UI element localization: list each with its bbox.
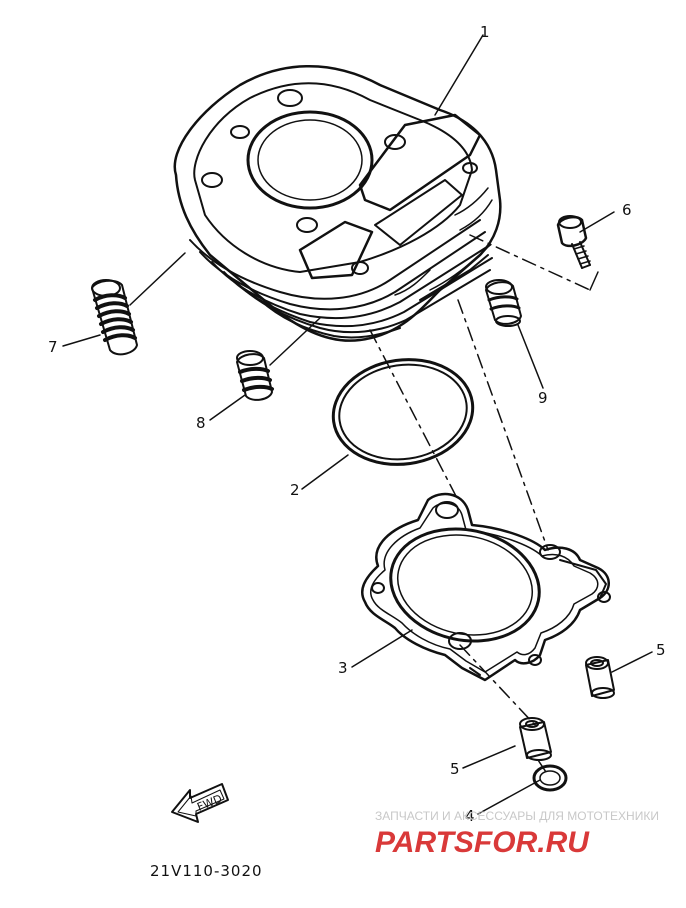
watermark: ЗАПЧАСТИ И АКСЕССУАРЫ ДЛЯ МОТОТЕХНИКИ PA… [375,809,659,859]
assembly-axis-lines [369,234,591,776]
callout-5a: 5 [656,641,666,659]
o-ring-part [331,358,475,466]
sleeve-part-8 [236,350,274,401]
callout-8: 8 [196,414,206,432]
callout-2: 2 [290,481,300,499]
callout-9: 9 [538,389,548,407]
dowel-pin-part-b [519,717,552,761]
sleeve-part-9 [485,279,522,327]
callout-4: 4 [465,807,475,825]
dowel-pin-part-a [585,656,615,699]
clip-part [532,764,568,792]
spring-part [91,279,138,356]
callout-6: 6 [622,201,632,219]
callout-7: 7 [48,338,58,356]
forward-arrow-icon [171,783,229,823]
leader-lines [62,34,653,815]
cylinder-part [173,64,502,342]
callout-5b: 5 [450,760,460,778]
callout-1: 1 [480,23,490,41]
watermark-tagline: ЗАПЧАСТИ И АКСЕССУАРЫ ДЛЯ МОТОТЕХНИКИ [375,809,659,823]
fwd-label: FWD [195,792,224,814]
watermark-brand: PARTSFOR.RU [375,826,590,859]
bolt-part [556,215,591,269]
drawing-code: 21V110-3020 [150,862,263,880]
gasket-part [361,492,611,682]
callout-3: 3 [338,659,348,677]
callout-labels: 1 2 3 4 5 5 6 7 8 9 [48,23,666,825]
